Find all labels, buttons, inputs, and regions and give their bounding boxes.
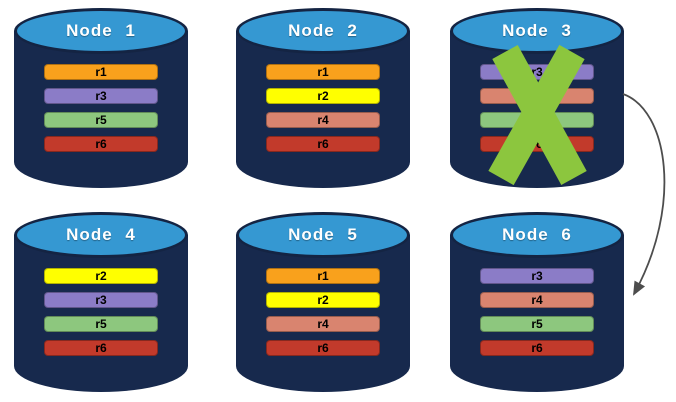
replica-label: r4: [531, 293, 543, 307]
replica-label: r3: [531, 65, 543, 79]
cylinder-body: [450, 235, 624, 392]
node-title: Node 1: [66, 21, 136, 40]
replica-bar-r2: r2: [266, 88, 380, 104]
replica-label: r6: [95, 341, 107, 355]
replica-label: r2: [317, 89, 329, 103]
node-title: Node 6: [502, 225, 572, 244]
cylinder-body: [236, 235, 410, 392]
node-title: Node 2: [288, 21, 358, 40]
replica-list: r2 r3 r5 r6: [44, 268, 158, 356]
cylinder-top: Node 5: [236, 212, 410, 258]
database-node-6: Node 6 r3 r4 r5 r6: [450, 212, 624, 392]
cylinder-body: [14, 31, 188, 188]
replica-list: r1 r2 r4 r6: [266, 64, 380, 152]
replica-bar-r5: r5: [480, 316, 594, 332]
replica-label: r6: [317, 341, 329, 355]
replica-bar-r3: r3: [44, 292, 158, 308]
replica-bar-r2: r2: [44, 268, 158, 284]
replica-label: r5: [531, 317, 543, 331]
replica-label: r5: [95, 113, 107, 127]
database-node-2: Node 2 r1 r2 r4 r6: [236, 8, 410, 188]
replica-bar-r4: r4: [480, 292, 594, 308]
database-node-4: Node 4 r2 r3 r5 r6: [14, 212, 188, 392]
replica-label: r3: [531, 269, 543, 283]
replica-bar-r6: r6: [266, 136, 380, 152]
replica-label: r3: [95, 89, 107, 103]
replica-bar-r1: r1: [266, 64, 380, 80]
replica-label: r4: [317, 317, 329, 331]
replica-label: r2: [95, 269, 107, 283]
cylinder-top: Node 1: [14, 8, 188, 54]
replica-bar-r4: r4: [266, 316, 380, 332]
replica-label: r1: [95, 65, 107, 79]
replica-bar-r6: r6: [480, 340, 594, 356]
cylinder-top: Node 2: [236, 8, 410, 54]
database-node-5: Node 5 r1 r2 r4 r6: [236, 212, 410, 392]
replica-label: r3: [95, 293, 107, 307]
replica-label: r5: [95, 317, 107, 331]
replica-bar-r6: r6: [266, 340, 380, 356]
database-node-1: Node 1 r1 r3 r5 r6: [14, 8, 188, 188]
replica-label: r1: [317, 65, 329, 79]
replica-bar-r5: r5: [44, 316, 158, 332]
replica-list: r1 r3 r5 r6: [44, 64, 158, 152]
cylinder-body: [14, 235, 188, 392]
replica-list: r1 r2 r4 r6: [266, 268, 380, 356]
node-title: Node 4: [66, 225, 136, 244]
replica-label: r4: [317, 113, 329, 127]
replica-bar-r1: r1: [266, 268, 380, 284]
node-title: Node 5: [288, 225, 358, 244]
replica-bar-r6: r6: [44, 340, 158, 356]
replica-label: r6: [531, 341, 543, 355]
replica-list: r3 r4 r5 r6: [480, 268, 594, 356]
node-title: Node 3: [502, 21, 572, 40]
replica-bar-r5: r5: [44, 112, 158, 128]
replica-label: r6: [317, 137, 329, 151]
replica-label: r2: [317, 293, 329, 307]
cylinder-top: Node 4: [14, 212, 188, 258]
cylinder-top: Node 3: [450, 8, 624, 54]
replica-label: r6: [95, 137, 107, 151]
replica-label: r6: [531, 137, 543, 151]
failed-x-icon: [488, 44, 587, 186]
cylinder-body: [236, 31, 410, 188]
replica-bar-r2: r2: [266, 292, 380, 308]
replica-label: r1: [317, 269, 329, 283]
replica-bar-r1: r1: [44, 64, 158, 80]
replica-bar-r3: r3: [480, 268, 594, 284]
replica-bar-r3: r3: [44, 88, 158, 104]
replica-bar-r6: r6: [44, 136, 158, 152]
replica-bar-r4: r4: [266, 112, 380, 128]
cylinder-top: Node 6: [450, 212, 624, 258]
